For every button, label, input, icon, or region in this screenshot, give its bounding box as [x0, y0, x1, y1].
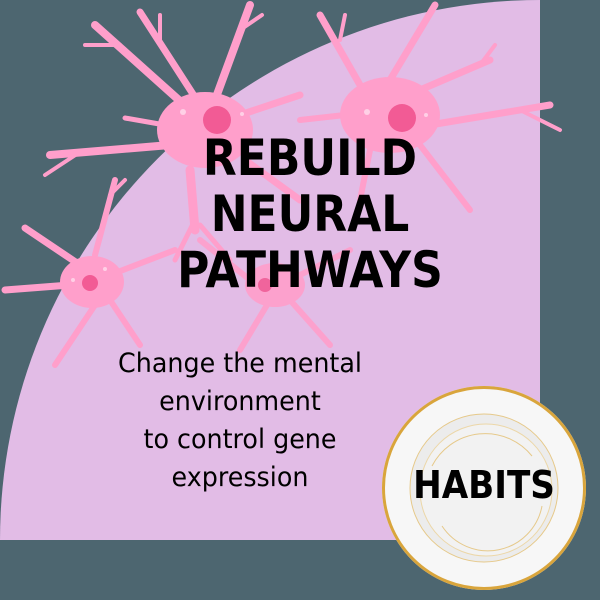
neuron-icon: [297, 1, 562, 213]
headline-line: REBUILD: [202, 129, 418, 187]
neuron-icon: [43, 1, 304, 263]
habits-label: HABITS: [413, 463, 555, 507]
subtitle-line: environment: [159, 386, 321, 417]
headline: REBUILD NEURAL PATHWAYS: [160, 130, 459, 298]
headline-line: NEURAL: [210, 185, 410, 243]
habits-badge: HABITS: [382, 386, 586, 590]
neuron-icon: [1, 177, 178, 368]
neuron-icon: [197, 237, 353, 353]
dinner-plate-icon: [383, 387, 585, 589]
subtitle-line: expression: [171, 462, 309, 493]
subtitle-line: Change the mental: [118, 348, 362, 379]
headline-line: PATHWAYS: [177, 241, 443, 299]
subtitle: Change the mental environment to control…: [61, 345, 418, 497]
subtitle-line: to control gene: [143, 424, 337, 455]
